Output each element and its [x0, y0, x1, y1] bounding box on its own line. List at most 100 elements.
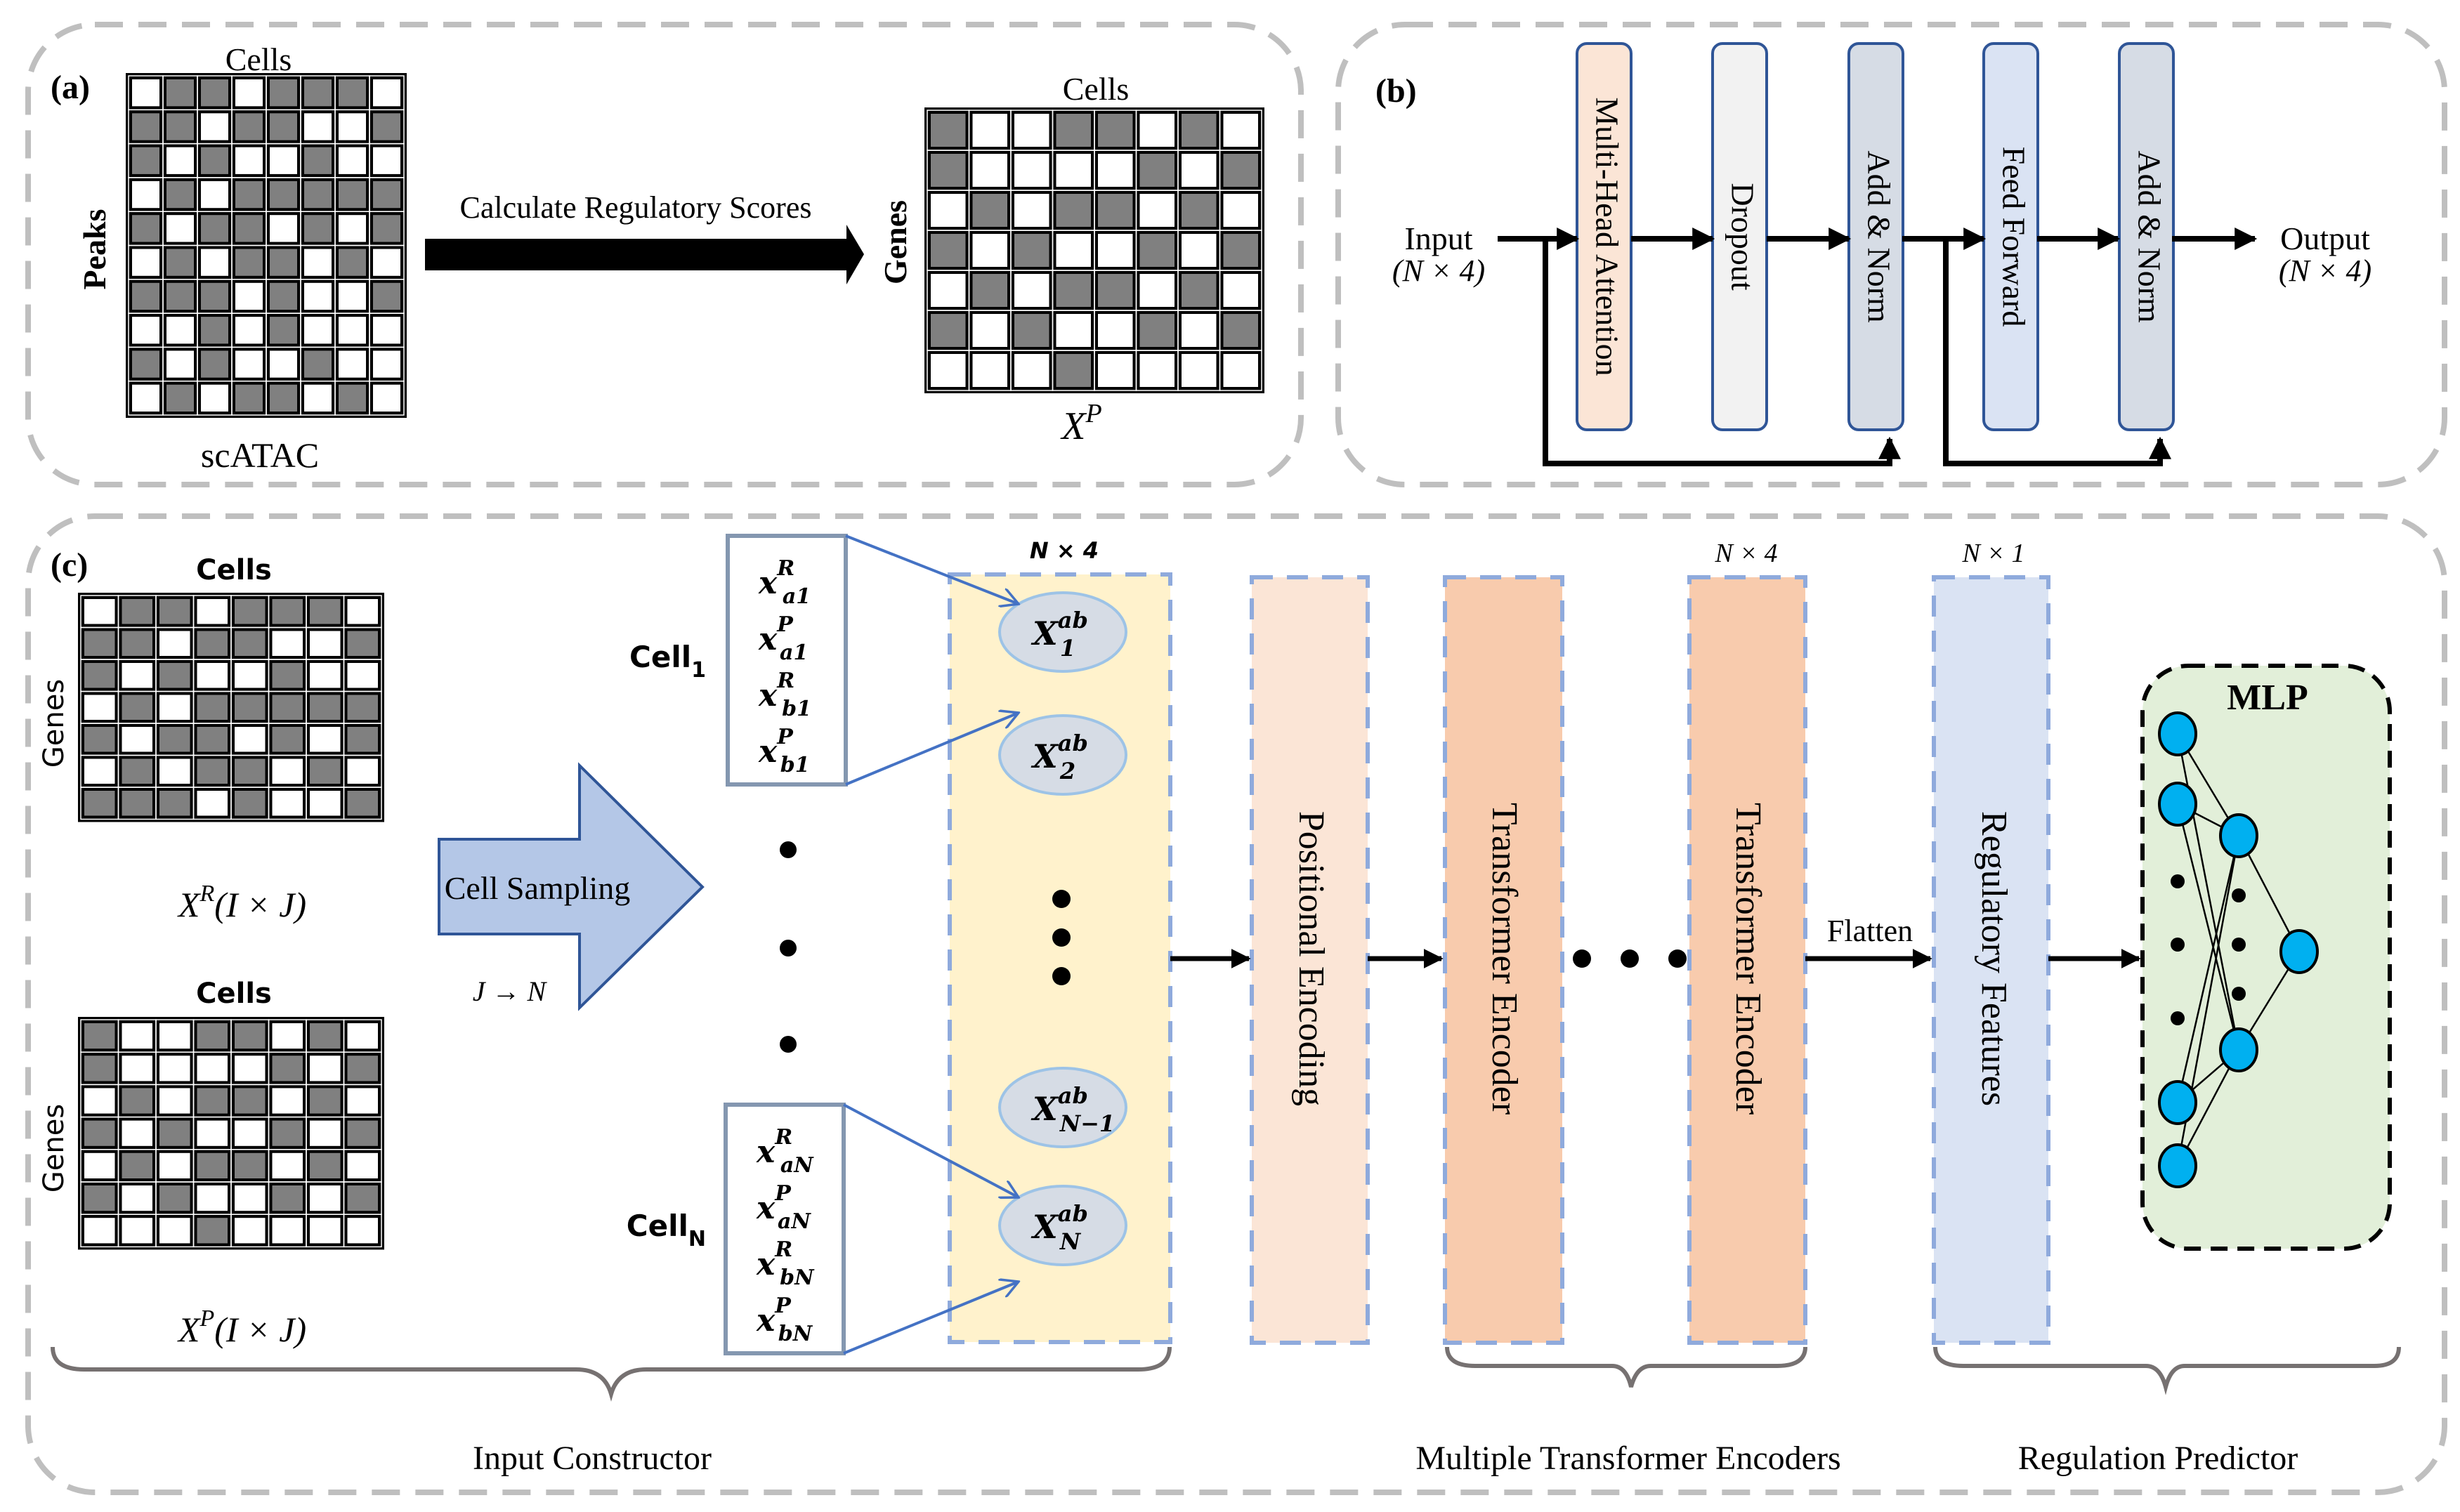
matrix-cell-empty: [972, 154, 1007, 187]
matrix-cell-filled: [272, 695, 303, 720]
matrix-cell-empty: [310, 1185, 341, 1211]
matrix-cell-empty: [122, 1120, 152, 1146]
xp2-matrix: [78, 1017, 384, 1250]
residual-2: [1943, 239, 2171, 466]
matrix-cell-filled: [339, 180, 366, 209]
matrix-cell-filled: [1223, 154, 1258, 187]
matrix-cell-empty: [1223, 194, 1258, 227]
matrix-cell-empty: [235, 727, 266, 752]
matrix-cell-filled: [347, 695, 378, 720]
matrix-cell-filled: [272, 727, 303, 752]
matrix-cell-filled: [373, 282, 400, 310]
matrix-cell-filled: [931, 114, 966, 147]
matrix-cell-empty: [159, 758, 190, 784]
matrix-cell-filled: [235, 599, 266, 624]
matrix-cell-empty: [1014, 354, 1049, 387]
matrix-cell-empty: [972, 354, 1007, 387]
matrix-cell-empty: [166, 147, 194, 174]
matrix-cell-filled: [931, 154, 966, 187]
matrix-cell-filled: [235, 1088, 266, 1114]
matrix-cell-empty: [235, 147, 263, 174]
matrix-cell-empty: [197, 1056, 228, 1082]
matrix-cell-empty: [304, 249, 332, 276]
matrix-cell-empty: [1014, 114, 1049, 147]
matrix-cell-filled: [270, 113, 297, 140]
matrix-cell-empty: [84, 599, 115, 624]
panel-c: (c) Cells Genes XR(I × J) Cells Genes XP…: [25, 513, 2447, 1495]
matrix-cell-filled: [270, 79, 297, 107]
matrix-cell-filled: [310, 758, 341, 784]
matrix-cell-filled: [270, 317, 297, 344]
matrix-cell-empty: [272, 1152, 303, 1178]
matrix-cell-empty: [235, 350, 263, 378]
matrix-cell-filled: [122, 758, 152, 784]
matrix-cell-empty: [166, 350, 194, 378]
mlp-ellipsis-dot: [2232, 888, 2246, 902]
matrix-cell-filled: [122, 631, 152, 656]
input-node: [998, 591, 1127, 673]
mlp-ellipsis-dot: [2171, 1011, 2185, 1025]
matrix-cell-empty: [84, 758, 115, 784]
matrix-cell-empty: [159, 1023, 190, 1049]
cell-ellipsis: [780, 841, 797, 1053]
mlp-neuron: [2158, 1143, 2197, 1188]
matrix-cell-empty: [1182, 314, 1217, 347]
matrix-cell-filled: [347, 727, 378, 752]
matrix-cell-filled: [1098, 194, 1133, 227]
matrix-cell-empty: [159, 695, 190, 720]
matrix-cell-filled: [272, 1185, 303, 1211]
matrix-cell-filled: [235, 1152, 266, 1178]
matrix-cell-filled: [347, 1185, 378, 1211]
matrix-cell-empty: [373, 79, 400, 107]
matrix-cell-empty: [159, 1218, 190, 1244]
matrix-cell-filled: [159, 599, 190, 624]
matrix-cell-filled: [1223, 314, 1258, 347]
calc-scores-label: Calculate Regulatory Scores: [460, 190, 812, 225]
matrix-cell-filled: [197, 1218, 228, 1244]
matrix-cell-empty: [304, 282, 332, 310]
matrix-cell-empty: [132, 249, 159, 276]
matrix-cell-filled: [197, 727, 228, 752]
matrix-cell-empty: [166, 215, 194, 242]
matrix-cell-empty: [310, 663, 341, 688]
matrix-cell-filled: [84, 727, 115, 752]
matrix-cell-filled: [1014, 234, 1049, 267]
input-node: [998, 1185, 1127, 1266]
xp-matrix: [924, 107, 1264, 393]
matrix-cell-filled: [197, 1088, 228, 1114]
matrix-cell-empty: [931, 194, 966, 227]
xp-caption: XP: [1060, 399, 1101, 448]
matrix-cell-empty: [272, 1218, 303, 1244]
matrix-cell-empty: [235, 1120, 266, 1146]
matrix-cell-empty: [972, 234, 1007, 267]
matrix-cell-filled: [159, 791, 190, 816]
matrix-cell-filled: [166, 282, 194, 310]
matrix-cell-empty: [270, 350, 297, 378]
matrix-cell-empty: [1139, 354, 1175, 387]
matrix-cell-empty: [304, 384, 332, 412]
matrix-cell-empty: [159, 1088, 190, 1114]
matrix-cell-empty: [1223, 274, 1258, 307]
mlp-edge: [2176, 835, 2240, 1103]
matrix-cell-filled: [972, 274, 1007, 307]
mlp-network: [2158, 711, 2319, 1188]
matrix-cell-gridline: [1219, 350, 1262, 391]
matrix-cell-filled: [272, 1120, 303, 1146]
matrix-cell-empty: [122, 1056, 152, 1082]
matrix-cell-empty: [347, 1218, 378, 1244]
matrix-cell-empty: [310, 1056, 341, 1082]
matrix-cell-empty: [373, 147, 400, 174]
matrix-cell-empty: [197, 663, 228, 688]
group-braces: [51, 1346, 2401, 1402]
xp2-caption: XP(I × J): [177, 1306, 306, 1349]
matrix-cell-filled: [159, 1120, 190, 1146]
matrix-cell-empty: [132, 180, 159, 209]
matrix-cell-filled: [84, 1023, 115, 1049]
matrix-cell-filled: [1182, 274, 1217, 307]
